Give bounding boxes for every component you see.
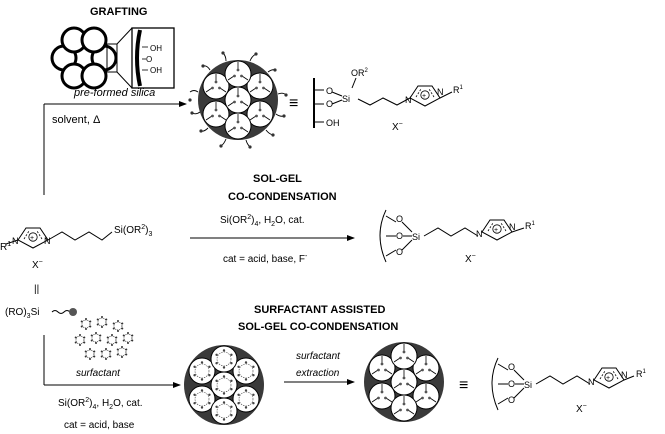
shorthand-tether <box>51 310 71 314</box>
solgel-n-right: N <box>509 222 516 232</box>
grafted-r1: R1 <box>453 85 464 95</box>
surfactant-title-line1: SURFACTANT ASSISTED <box>254 304 385 316</box>
solgel-title-line1: SOL-GEL <box>253 173 302 185</box>
surfactant-title-line2: SOL-GEL CO-CONDENSATION <box>238 321 398 333</box>
as-synthesized-particle <box>184 345 264 425</box>
solgel-anion: X− <box>465 253 476 265</box>
precursor-n-left: N <box>12 236 19 246</box>
surfactant-anion: X− <box>576 403 587 415</box>
grafted-si: Si <box>342 94 350 104</box>
surfactant-label: surfactant <box>76 368 121 379</box>
surfactant-si: Si <box>524 380 532 390</box>
grafted-or2: OR2 <box>351 68 369 78</box>
precursor-anion: X− <box>32 259 43 271</box>
extraction-label-line2: extraction <box>296 368 340 379</box>
surfactant-o2: O <box>508 379 515 389</box>
solgel-catalyst: cat = acid, base, F- <box>223 253 308 265</box>
surfactant-product-structure <box>491 357 635 411</box>
grafted-anion: X− <box>392 121 403 133</box>
grafted-n-right: N <box>437 87 444 97</box>
grafting-title: GRAFTING <box>90 6 147 18</box>
precursor-equals: || <box>34 284 39 295</box>
precursor-plus-sign: + <box>30 235 34 242</box>
surface-oh-bottom: OH <box>150 66 162 75</box>
grafted-n-left: N <box>405 95 412 105</box>
solgel-o1: O <box>396 214 403 224</box>
surfactant-micelles-icon <box>74 315 134 361</box>
surfactant-plus-sign: + <box>606 375 610 382</box>
equivalent-symbol-1: ≡ <box>289 95 298 112</box>
solgel-r1: R1 <box>525 221 536 231</box>
equivalent-symbol-2: ≡ <box>459 377 468 394</box>
surfactant-n-right: N <box>621 370 628 380</box>
solgel-reagents: Si(OR2)4, H2O, cat. <box>220 214 305 228</box>
solgel-n-left: N <box>476 229 483 239</box>
preformed-silica-label: pre-formed silica <box>73 87 155 99</box>
solgel-product-structure <box>379 209 525 263</box>
imidazolium-precursor <box>5 227 113 249</box>
grafted-oh: OH <box>326 118 340 128</box>
surface-oh-top: OH <box>150 44 162 53</box>
solgel-plus-sign: + <box>494 227 498 234</box>
solgel-o2: O <box>396 231 403 241</box>
extraction-label-line1: surfactant <box>296 351 341 362</box>
solgel-o3: O <box>396 247 403 257</box>
solgel-si: Si <box>412 232 420 242</box>
solgel-title-line2: CO-CONDENSATION <box>228 191 337 203</box>
grafted-o2: O <box>326 99 333 109</box>
precursor-shorthand: (RO)3Si <box>5 307 39 320</box>
surfactant-n-left: N <box>588 377 595 387</box>
surfactant-catalyst: cat = acid, base <box>64 420 135 431</box>
precursor-si-group: Si(OR2)3 <box>114 224 152 238</box>
surfactant-o3: O <box>508 395 515 405</box>
grafted-silica-particle <box>188 51 288 149</box>
surface-o-mid: O <box>146 55 152 64</box>
surfactant-reagents: Si(OR2)4, H2O, cat. <box>58 397 143 411</box>
preformed-silica-icon <box>50 26 175 90</box>
precursor-n-right: N <box>44 236 51 246</box>
shorthand-headgroup-icon <box>69 308 77 316</box>
precursor-r1: R1 <box>0 241 11 253</box>
grafted-product-structure <box>313 77 453 128</box>
grafting-conditions: solvent, Δ <box>52 114 101 126</box>
extracted-particle <box>364 342 444 422</box>
grafted-plus-sign: + <box>422 93 426 100</box>
grafted-o1: O <box>326 86 333 96</box>
surfactant-r1: R1 <box>636 369 647 379</box>
surfactant-o1: O <box>508 362 515 372</box>
